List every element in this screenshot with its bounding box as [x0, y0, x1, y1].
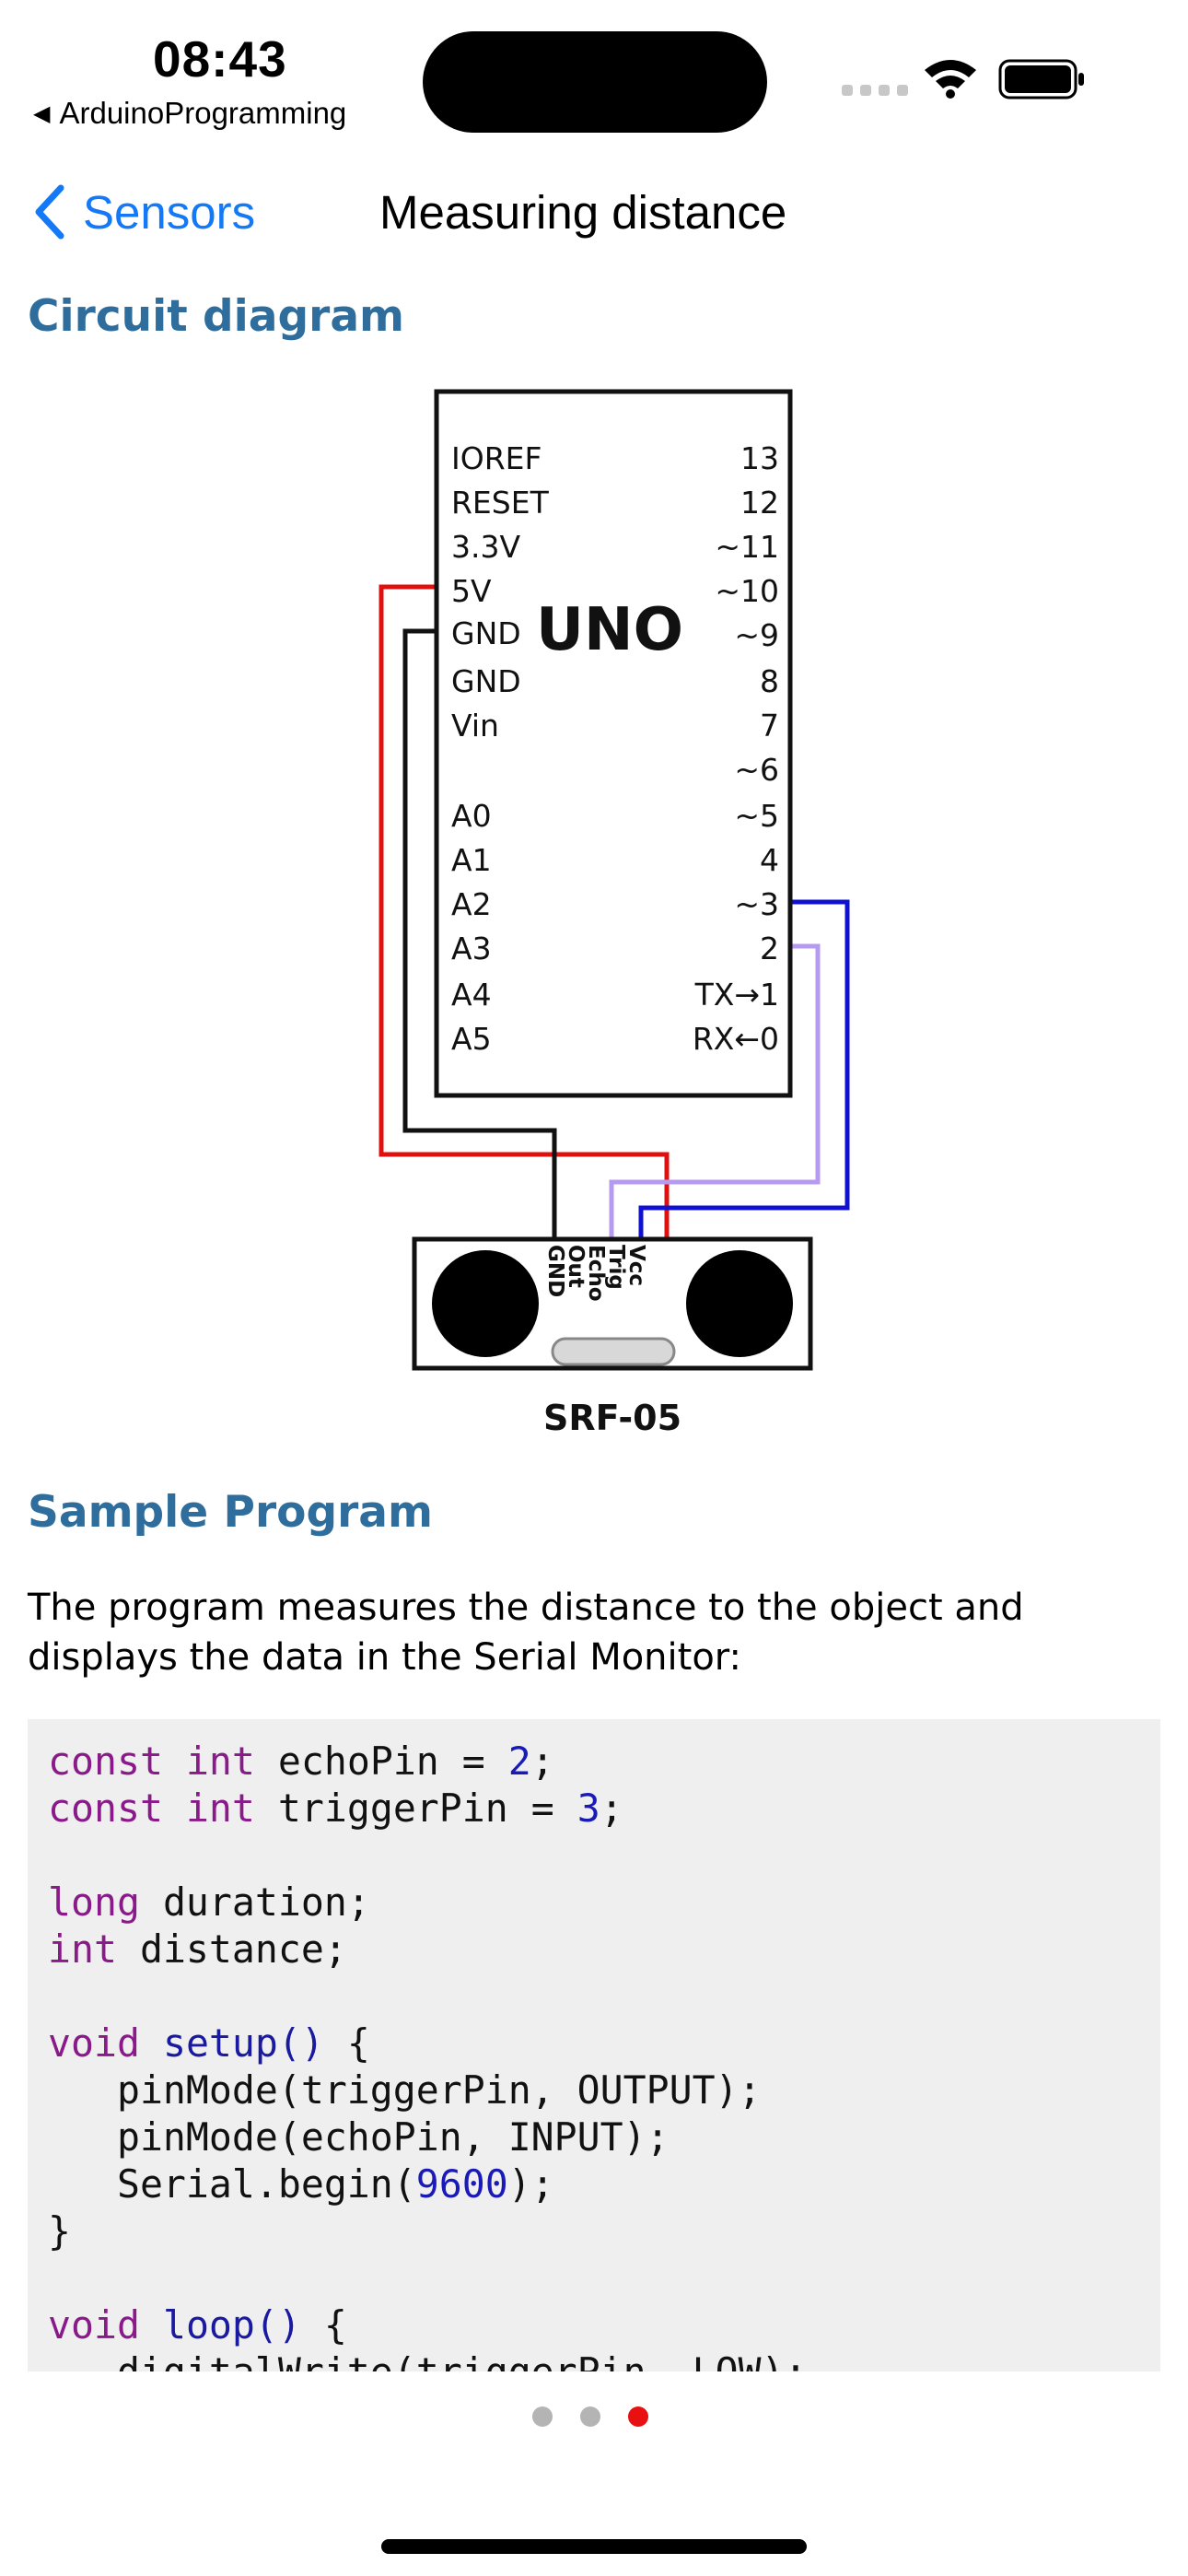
back-triangle-icon: ◀: [33, 100, 51, 126]
status-time: 08:43: [153, 30, 287, 88]
echo-wire: [609, 943, 821, 1239]
pin-label-right: ~9: [734, 617, 779, 653]
pin-label-left: Vin: [451, 708, 499, 744]
chevron-left-icon: [35, 184, 64, 240]
pin-label-left: RESET: [451, 485, 550, 521]
back-app-label: ArduinoProgramming: [59, 96, 347, 130]
circuit-diagram-heading: Circuit diagram: [28, 291, 405, 342]
back-to-app-button[interactable]: ◀ ArduinoProgramming: [33, 96, 346, 131]
battery-icon: [998, 59, 1084, 100]
pin-label-left: A5: [451, 1021, 492, 1057]
code-line: void setup() {: [48, 2020, 370, 2066]
code-line: const int echoPin = 2;: [48, 1739, 554, 1784]
pin-label-left: A2: [451, 886, 492, 922]
code-line: long duration;: [48, 1879, 370, 1925]
pin-label-right: RX←0: [693, 1021, 779, 1057]
sensor-pin-label: Echo: [584, 1245, 608, 1302]
code-line: pinMode(triggerPin, OUTPUT);: [48, 2067, 762, 2113]
pin-label-right: ~3: [734, 886, 779, 922]
cellular-signal-icon: [842, 85, 908, 96]
nav-back-button[interactable]: Sensors: [33, 175, 255, 249]
code-block[interactable]: const int echoPin = 2; const int trigger…: [28, 1719, 1160, 2371]
sensor-transducer-left: [432, 1250, 539, 1357]
pin-label-left: GND: [451, 663, 521, 699]
pin-label-left: IOREF: [451, 440, 542, 476]
dynamic-island: [423, 31, 767, 133]
nav-back-label: Sensors: [83, 185, 256, 239]
pin-label-right: ~11: [715, 529, 779, 565]
pin-label-right: 4: [760, 842, 779, 878]
code-line: const int triggerPin = 3;: [48, 1786, 623, 1831]
pin-label-right: 12: [740, 485, 779, 521]
code-line: int distance;: [48, 1926, 347, 1972]
sensor-pin-label: Out: [564, 1245, 588, 1288]
pin-label-left: A0: [451, 798, 492, 834]
pin-label-right: ~5: [734, 798, 779, 834]
sensor-pin-label: GND: [543, 1245, 567, 1297]
pin-label-right: 8: [760, 663, 779, 699]
code-line: }: [48, 2208, 71, 2254]
pin-label-right: 7: [760, 708, 779, 744]
sensor-pin-label: Trig: [604, 1245, 628, 1290]
pin-label-left: A3: [451, 931, 492, 966]
pin-label-right: 2: [760, 931, 779, 966]
pin-label-right: 13: [740, 440, 779, 476]
page-title: Measuring distance: [379, 185, 787, 239]
pin-label-right: ~10: [715, 573, 779, 609]
pin-label-left: 3.3V: [451, 529, 520, 565]
pin-label-left: A1: [451, 842, 492, 878]
right-pin-labels: 13 12 ~11 ~10 ~9 8 7 ~6 ~5 4 ~3 2 TX→1 R…: [693, 440, 779, 1057]
left-pin-labels: IOREF RESET 3.3V 5V GND GND Vin A0 A1 A2…: [451, 440, 550, 1057]
page-indicator[interactable]: [532, 2406, 648, 2427]
sensor-pin-label: Vcc: [624, 1245, 648, 1286]
sample-program-heading: Sample Program: [28, 1487, 433, 1538]
pin-label-right: ~6: [734, 752, 779, 788]
program-description: The program measures the distance to the…: [28, 1587, 1024, 1679]
code-line: pinMode(echoPin, INPUT);: [48, 2114, 670, 2160]
page-dot[interactable]: [532, 2406, 553, 2427]
home-indicator[interactable]: [381, 2539, 807, 2554]
code-listing: const int echoPin = 2; const int trigger…: [28, 1719, 1160, 2371]
code-line: Serial.begin(9600);: [48, 2161, 554, 2207]
pin-label-right: TX→1: [694, 977, 779, 1013]
circuit-diagram: UNO IOREF RESET 3.3V 5V GND GND Vin A0 A…: [379, 389, 850, 1438]
uno-board: [434, 389, 793, 1098]
sensor-transducer-right: [686, 1250, 793, 1357]
sensor-crystal: [551, 1337, 676, 1366]
page-dot[interactable]: [580, 2406, 600, 2427]
pin-label-left: GND: [451, 615, 521, 651]
pin-label-left: A4: [451, 977, 492, 1013]
page-dot-active[interactable]: [628, 2406, 648, 2427]
sensor-name: SRF-05: [543, 1398, 681, 1438]
code-line: digitalWrite(triggerPin, LOW);: [48, 2349, 808, 2371]
board-name: UNO: [536, 596, 683, 664]
wifi-icon: [925, 60, 976, 99]
trig-wire: [638, 899, 850, 1239]
sensor-pin-labels: GND Out Echo Trig Vcc: [543, 1245, 648, 1302]
code-line: void loop() {: [48, 2302, 347, 2348]
wires: [379, 584, 850, 1239]
gnd-wire: [402, 628, 557, 1239]
pin-label-left: 5V: [451, 573, 492, 609]
